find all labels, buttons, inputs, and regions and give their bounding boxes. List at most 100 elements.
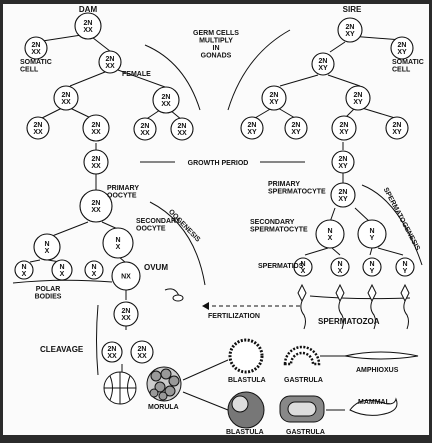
cell-circle [284, 116, 308, 140]
cell-label: 2N [319, 58, 328, 65]
cell-label: 2N [138, 346, 147, 353]
cell-label: X [22, 271, 27, 278]
cell-label: 2N [34, 122, 43, 129]
cleavage-bracket [96, 304, 99, 376]
label-dam: DAM [79, 5, 98, 14]
spermatozoa-bracket [309, 295, 411, 300]
cell-circle [101, 341, 123, 363]
cell-sec-sperm-y: NY [357, 219, 387, 249]
spermatozoon-icon [297, 283, 307, 330]
cell-circle [84, 260, 104, 280]
cell-label: X [338, 268, 343, 275]
cell-label: XY [338, 196, 348, 203]
spermatozoon-icon [367, 283, 377, 330]
cell-polar-c: NX [84, 260, 104, 280]
cell-label: 2N [354, 92, 363, 99]
label-amphioxus: AMPHIOXUS [356, 367, 399, 374]
label-blastula-bottom: BLASTULA [226, 429, 264, 436]
cell-spermatid-1: NX [293, 257, 313, 277]
cell-circle [315, 219, 345, 249]
cell-label: Y [370, 235, 375, 242]
label-gastrula-bottom: GASTRULA [286, 429, 325, 436]
cell-label: N [44, 241, 49, 248]
label-female: FEMALE [122, 71, 151, 78]
morula-to-blastula-line [182, 391, 229, 411]
cell-circle [390, 36, 414, 60]
cell-label: 2N [84, 20, 93, 27]
cell-label: XX [61, 99, 71, 106]
cell-circle [26, 116, 50, 140]
cell-spermatid-3: NY [362, 257, 382, 277]
cell-label: 2N [32, 42, 41, 49]
cell-label: XX [105, 63, 115, 70]
cell-circle [357, 219, 387, 249]
label-gastrula-top: GASTRULA [284, 377, 323, 384]
cell-circle [83, 149, 109, 175]
cell-label: N [402, 261, 407, 268]
cell-label: 2N [339, 156, 348, 163]
cell-label: N [369, 228, 374, 235]
blastula-bottom-icon [227, 391, 265, 429]
cell-circle [102, 227, 134, 259]
cell-label: 2N [178, 123, 187, 130]
cell-label: XX [121, 315, 131, 322]
sire-curve-separator [227, 29, 291, 111]
cell-label: NX [121, 274, 131, 281]
cell-circle [113, 301, 139, 327]
cell-label: XY [338, 163, 348, 170]
cell-label: N [91, 264, 96, 271]
cell-label: N [327, 228, 332, 235]
label-morula: MORULA [148, 404, 179, 411]
cell-polar-b: NX [51, 259, 73, 281]
label-spermatids: SPERMATIDS [258, 263, 304, 270]
fertilization-arrowhead [202, 302, 209, 310]
cell-circle [261, 85, 287, 111]
mammal-embryo-icon [349, 397, 398, 416]
cell-ovum: NX [111, 261, 141, 291]
cell-label: 2N [162, 94, 171, 101]
oogenesis-curve [149, 201, 206, 286]
cell-label: 2N [292, 122, 301, 129]
cell-label: XX [91, 129, 101, 136]
cell-circle [82, 114, 110, 142]
cell-label: 2N [398, 42, 407, 49]
blastula-top-icon [228, 338, 264, 374]
cell-label: XX [140, 130, 150, 137]
cell-label: X [328, 235, 333, 242]
cell-label: 2N [62, 92, 71, 99]
cell-circle [98, 50, 122, 74]
cell-label: 2N [270, 92, 279, 99]
dam-curve-separator [144, 44, 201, 111]
cell-label: XX [83, 27, 93, 34]
cell-label: N [21, 264, 26, 271]
fertilizing-sperm-icon [164, 288, 184, 302]
cell-circle [79, 189, 113, 223]
cell-circle [14, 260, 34, 280]
cell-circle [170, 117, 194, 141]
cell-label: Y [370, 268, 375, 275]
paper-background [3, 4, 429, 435]
label-fertilization: FERTILIZATION [208, 313, 260, 320]
eight-cell-embryo-icon [103, 371, 137, 405]
label-growth-period: GROWTH PERIOD [188, 160, 249, 167]
